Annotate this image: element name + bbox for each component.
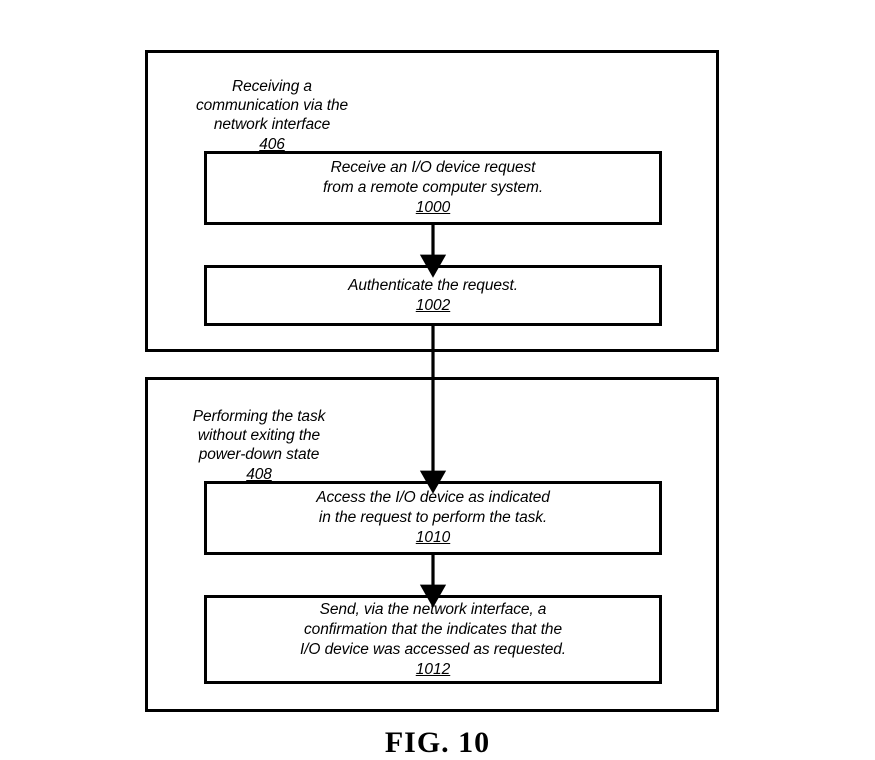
step-box-1002: Authenticate the request. 1002 xyxy=(204,265,662,326)
step-ref-1010: 1010 xyxy=(415,529,451,546)
stage-header-406: Receiving a communication via the networ… xyxy=(158,58,386,173)
step-box-1000: Receive an I/O device request from a rem… xyxy=(204,151,662,225)
step-text-1002: Authenticate the request. xyxy=(348,276,518,294)
stage-ref-408: 408 xyxy=(246,466,272,483)
step-text-1000: Receive an I/O device request from a rem… xyxy=(322,159,544,196)
step-text-1010: Access the I/O device as indicated in th… xyxy=(316,489,550,526)
stage-header-408: Performing the task without exiting the … xyxy=(156,388,362,503)
figure-caption: FIG. 10 xyxy=(384,726,491,759)
step-box-1012: Send, via the network interface, a confi… xyxy=(204,595,662,684)
stage-ref-406: 406 xyxy=(259,136,285,153)
stage-header-text-406: Receiving a communication via the networ… xyxy=(195,78,349,133)
step-ref-1012: 1012 xyxy=(415,660,451,678)
step-ref-1002: 1002 xyxy=(415,296,451,314)
step-ref-1000: 1000 xyxy=(415,199,451,216)
stage-header-text-408: Performing the task without exiting the … xyxy=(192,408,326,463)
step-box-1010: Access the I/O device as indicated in th… xyxy=(204,481,662,555)
step-text-1012: Send, via the network interface, a confi… xyxy=(300,600,566,658)
